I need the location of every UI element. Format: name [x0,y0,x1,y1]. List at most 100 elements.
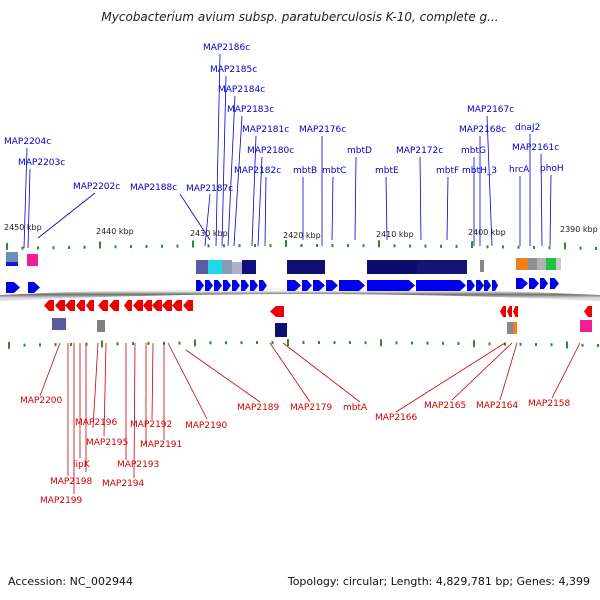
reverse-callout-line [185,349,261,403]
tick-mark [225,341,227,345]
gene-label-hrcA[interactable]: hrcA [509,165,530,175]
gene-label-MAP2200[interactable]: MAP2200 [20,396,63,406]
gene-label-MAP2195[interactable]: MAP2195 [86,438,128,448]
tick-mark [132,342,134,346]
gene-label-MAP2176c[interactable]: MAP2176c [299,125,346,135]
gene-label-MAP2192[interactable]: MAP2192 [130,420,172,430]
gene-label-MAP2191[interactable]: MAP2191 [140,440,182,450]
tick-mark [271,341,274,345]
feature-block [480,260,484,272]
forward-gene-arrow [205,280,213,291]
scale-labels: 2450 kbp 2440 kbp 2430 kbp 2420 kbp 2410… [4,223,598,240]
gene-label-MAP2181c[interactable]: MAP2181c [242,125,289,135]
gene-label-mbtE[interactable]: mbtE [375,166,399,176]
tick-mark [52,246,55,250]
gene-label-MAP2186c[interactable]: MAP2186c [203,43,250,53]
gene-label-MAP2190[interactable]: MAP2190 [185,421,228,431]
forward-callout-line [221,75,227,247]
gene-label-MAP2188c[interactable]: MAP2188c [130,183,177,193]
tick-mark [300,244,303,248]
gene-label-MAP2158[interactable]: MAP2158 [528,399,571,409]
tick-mark [395,341,398,345]
feature-block [52,318,66,330]
gene-label-MAP2199[interactable]: MAP2199 [40,496,83,506]
gene-label-MAP2198[interactable]: MAP2198 [50,477,93,487]
gene-label-MAP2193[interactable]: MAP2193 [117,460,159,470]
gene-label-MAP2165[interactable]: MAP2165 [424,401,466,411]
tick-mark [178,341,181,345]
accession-text: Accession: NC_002944 [8,575,134,588]
gene-label-MAP2203c[interactable]: MAP2203c [18,158,65,168]
tick-mark [256,341,258,345]
forward-gene-arrow [259,280,267,291]
gene-label-mbtF[interactable]: mbtF [436,166,459,176]
reverse-gene-arrow [109,300,119,311]
feature-block [516,258,528,270]
tick-mark [318,341,320,345]
gene-label-mbtG[interactable]: mbtG [461,146,486,156]
gene-label-MAP2164[interactable]: MAP2164 [476,401,519,411]
forward-callout-line [215,53,221,247]
gene-label-MAP2179[interactable]: MAP2179 [290,403,333,413]
forward-callout-line [549,174,552,247]
forward-gene-arrow [223,280,231,291]
forward-gene-arrow [339,280,365,291]
gene-label-mbtB[interactable]: mbtB [293,166,317,176]
gene-label-MAP2182c[interactable]: MAP2182c [234,166,281,176]
gene-label-MAP2184c[interactable]: MAP2184c [218,85,265,95]
gene-label-MAP2166[interactable]: MAP2166 [375,413,418,423]
tick-mark [486,245,489,249]
tick-mark [116,342,119,346]
feature-block [27,254,38,266]
forward-callout-line [486,115,493,247]
tick-mark [83,245,86,249]
feature-block [537,258,546,270]
gene-label-mbtH_3[interactable]: mbtH_3 [462,166,497,176]
tick-mark [176,244,179,248]
gene-label-MAP2196[interactable]: MAP2196 [75,418,118,428]
forward-callout-line [37,192,96,239]
feature-block [556,258,561,270]
forward-callout-line [27,168,31,249]
gene-label-MAP2167c[interactable]: MAP2167c [467,105,514,115]
forward-gene-arrow [326,280,338,291]
forward-callout-line [331,176,334,241]
forward-gene-arrow [313,280,325,291]
forward-gene-arrow [550,278,559,289]
reverse-gene-arrow [507,306,512,317]
gene-label-lipK[interactable]: lipK [73,460,91,470]
feature-block [6,262,18,266]
gene-label-MAP2194[interactable]: MAP2194 [102,479,145,489]
gene-label-MAP2168c[interactable]: MAP2168c [459,125,506,135]
reverse-gene-labels: MAP2200 MAP2196 MAP2195 lipK MAP2198 MAP… [20,396,571,506]
gene-label-MAP2187c[interactable]: MAP2187c [186,184,233,194]
reverse-gene-arrow [124,300,132,311]
scale-label: 2440 kbp [96,227,134,236]
gene-label-mbtD[interactable]: mbtD [347,146,372,156]
tick-mark [130,245,132,249]
gene-label-MAP2204c[interactable]: MAP2204c [4,137,51,147]
feature-block [242,260,256,274]
gene-label-dnaJ2[interactable]: dnaJ2 [515,123,540,133]
tick-mark [579,246,582,250]
gene-label-mbtA[interactable]: mbtA [343,403,368,413]
gene-label-MAP2161c[interactable]: MAP2161c [512,143,559,153]
gene-label-mbtC[interactable]: mbtC [322,166,346,176]
gene-label-MAP2183c[interactable]: MAP2183c [227,105,274,115]
gene-label-MAP2185c[interactable]: MAP2185c [210,65,257,75]
gene-label-MAP2172c[interactable]: MAP2172c [396,146,443,156]
feature-block [417,260,467,274]
gene-label-phoH[interactable]: phoH [540,164,564,174]
reverse-callout-lines [39,342,581,494]
feature-block [513,322,517,334]
gene-label-MAP2180c[interactable]: MAP2180c [247,146,294,156]
reverse-callout-line [39,342,61,397]
forward-callout-line [354,156,357,241]
forward-callout-line [179,193,211,241]
tick-mark [145,244,148,248]
tick-mark [442,341,444,345]
forward-gene-labels: MAP2186c MAP2185c MAP2184c MAP2183c MAP2… [4,43,564,194]
gene-label-MAP2202c[interactable]: MAP2202c [73,182,120,192]
tick-mark [23,343,26,347]
gene-label-MAP2189[interactable]: MAP2189 [237,403,280,413]
